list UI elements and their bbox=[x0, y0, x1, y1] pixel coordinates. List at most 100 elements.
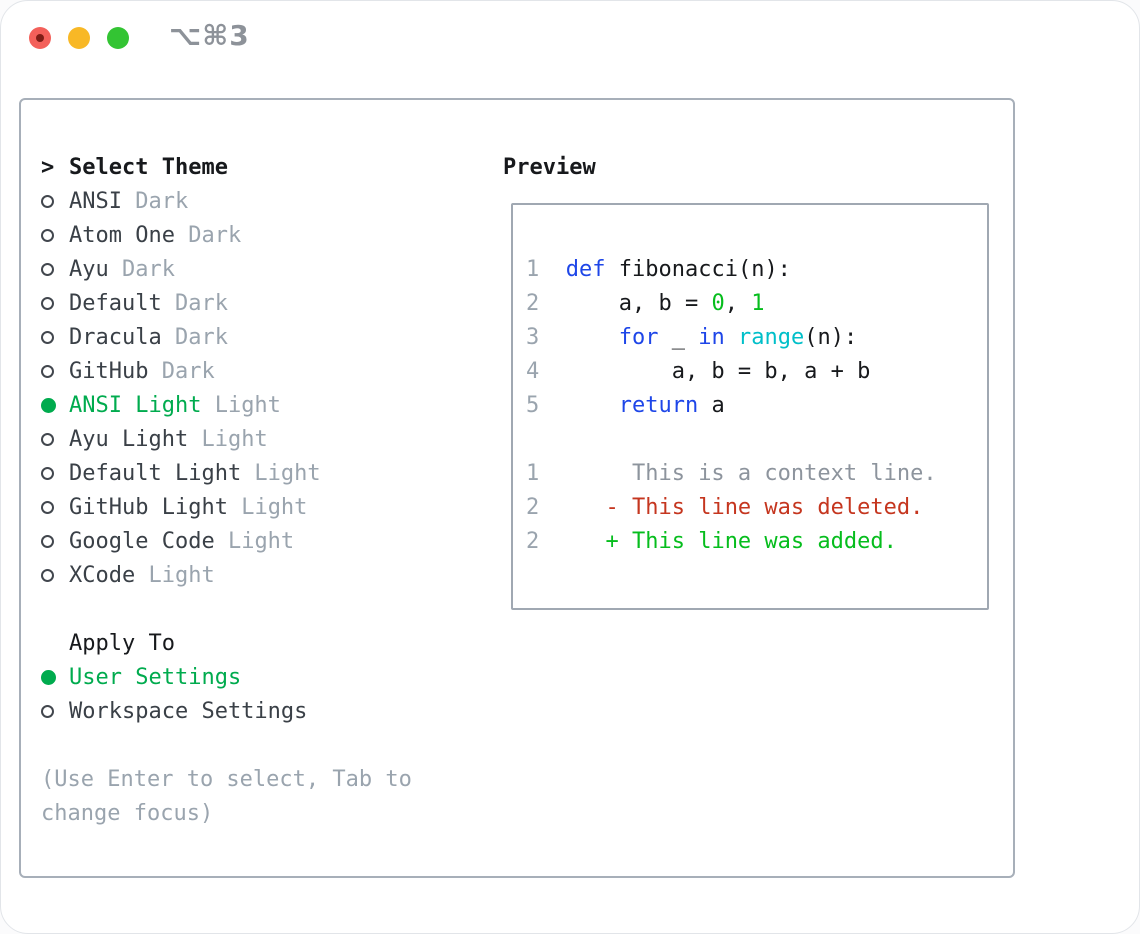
code-token-deleted: - This line was deleted. bbox=[605, 495, 924, 520]
apply-option-user-settings[interactable]: User Settings bbox=[41, 661, 481, 695]
code-line: 3 for _ in range(n): bbox=[526, 321, 937, 355]
theme-variant: Dark bbox=[108, 257, 175, 282]
code-token-plain bbox=[539, 393, 618, 418]
radio-icon bbox=[41, 219, 69, 253]
radio-icon bbox=[41, 559, 69, 593]
radio-icon bbox=[41, 321, 69, 355]
code-token-keyword: def bbox=[565, 257, 606, 282]
code-token-builtin: range bbox=[737, 325, 805, 350]
radio-icon bbox=[41, 365, 54, 378]
line-number: 2 bbox=[526, 529, 540, 554]
code-token-added: + This line was added. bbox=[605, 529, 897, 554]
radio-icon bbox=[41, 185, 69, 219]
theme-option-ansi[interactable]: ANSI Dark bbox=[41, 185, 481, 219]
radio-icon bbox=[41, 355, 69, 389]
theme-variant: Light bbox=[201, 393, 281, 418]
theme-variant: Dark bbox=[121, 189, 189, 214]
help-text: (Use Enter to select, Tab to change focu… bbox=[41, 767, 412, 826]
theme-variant: Dark bbox=[161, 291, 228, 316]
code-token-plain bbox=[539, 495, 605, 520]
theme-name: Ayu Light bbox=[69, 427, 189, 452]
apply-to-header: Apply To bbox=[41, 627, 481, 661]
select-theme-header: > Select Theme bbox=[41, 151, 481, 185]
theme-option-github[interactable]: GitHub Dark bbox=[41, 355, 481, 389]
theme-option-atom-one[interactable]: Atom One Dark bbox=[41, 219, 481, 253]
theme-name: ANSI bbox=[69, 189, 122, 214]
preview-title: Preview bbox=[503, 155, 596, 180]
theme-name: Default Light bbox=[69, 461, 242, 486]
close-button-icon[interactable] bbox=[29, 27, 51, 49]
theme-option-github-light[interactable]: GitHub Light Light bbox=[41, 491, 481, 525]
line-number: 5 bbox=[526, 393, 540, 418]
theme-name: XCode bbox=[69, 563, 136, 588]
apply-option-workspace-settings[interactable]: Workspace Settings bbox=[41, 695, 481, 729]
code-line: 2 + This line was added. bbox=[526, 525, 937, 559]
code-token-plain: a, b = b, a + b bbox=[539, 359, 871, 384]
apply-option-label: User Settings bbox=[69, 665, 242, 690]
radio-icon bbox=[41, 195, 54, 208]
prompt-icon: > bbox=[41, 155, 55, 180]
maximize-button-icon[interactable] bbox=[107, 27, 129, 49]
code-token-plain: a, b = bbox=[539, 291, 712, 316]
code-token-plain bbox=[539, 257, 566, 282]
line-number: 1 bbox=[526, 461, 540, 486]
code-token-number: 1 bbox=[751, 291, 765, 316]
theme-option-google-code[interactable]: Google Code Light bbox=[41, 525, 481, 559]
theme-option-dracula[interactable]: Dracula Dark bbox=[41, 321, 481, 355]
keyboard-shortcut-label: ⌥⌘3 bbox=[169, 19, 250, 52]
theme-variant: Light bbox=[214, 529, 295, 554]
code-line: 4 a, b = b, a + b bbox=[526, 355, 937, 389]
code-token-plain: , bbox=[724, 291, 752, 316]
theme-option-ansi-light[interactable]: ANSI Light Light bbox=[41, 389, 481, 423]
radio-icon bbox=[41, 467, 54, 480]
code-token-keyword: for bbox=[618, 325, 659, 350]
theme-name: Ayu bbox=[69, 257, 109, 282]
theme-option-ayu[interactable]: Ayu Dark bbox=[41, 253, 481, 287]
theme-option-ayu-light[interactable]: Ayu Light Light bbox=[41, 423, 481, 457]
radio-icon bbox=[41, 433, 54, 446]
radio-icon bbox=[41, 569, 54, 582]
apply-option-label: Workspace Settings bbox=[69, 699, 308, 724]
spacer bbox=[41, 729, 481, 763]
theme-variant: Light bbox=[135, 563, 215, 588]
code-token-plain: fibonacci(n): bbox=[605, 257, 791, 282]
theme-variant: Dark bbox=[174, 223, 242, 248]
theme-name: Google Code bbox=[69, 529, 215, 554]
theme-name: GitHub bbox=[69, 359, 149, 384]
radio-icon bbox=[41, 287, 69, 321]
theme-option-xcode[interactable]: XCode Light bbox=[41, 559, 481, 593]
code-token-plain: (n): bbox=[804, 325, 858, 350]
marker-spacer bbox=[41, 627, 69, 661]
code-token-plain bbox=[539, 325, 618, 350]
radio-icon bbox=[41, 229, 54, 242]
theme-name: Dracula bbox=[69, 325, 162, 350]
code-token-plain: _ bbox=[658, 325, 699, 350]
line-number: 1 bbox=[526, 257, 540, 282]
code-token-context: This is a context line. bbox=[539, 461, 937, 486]
code-token-plain: a bbox=[698, 393, 725, 418]
radio-selected-icon bbox=[41, 670, 56, 685]
radio-icon bbox=[41, 297, 54, 310]
theme-option-default-light[interactable]: Default Light Light bbox=[41, 457, 481, 491]
code-token-plain bbox=[725, 325, 738, 350]
radio-icon bbox=[41, 501, 54, 514]
radio-icon bbox=[41, 705, 54, 718]
theme-option-default[interactable]: Default Dark bbox=[41, 287, 481, 321]
titlebar: ⌥⌘3 bbox=[1, 1, 1139, 76]
select-theme-title: Select Theme bbox=[69, 155, 228, 180]
code-line bbox=[526, 423, 937, 457]
code-line: 2 a, b = 0, 1 bbox=[526, 287, 937, 321]
theme-variant: Light bbox=[188, 427, 268, 452]
radio-icon bbox=[41, 457, 69, 491]
code-line: 5 return a bbox=[526, 389, 937, 423]
radio-icon bbox=[41, 253, 69, 287]
radio-icon bbox=[41, 695, 69, 729]
code-token-keyword: in bbox=[698, 325, 725, 350]
minimize-button-icon[interactable] bbox=[68, 27, 90, 49]
radio-icon bbox=[41, 331, 54, 344]
